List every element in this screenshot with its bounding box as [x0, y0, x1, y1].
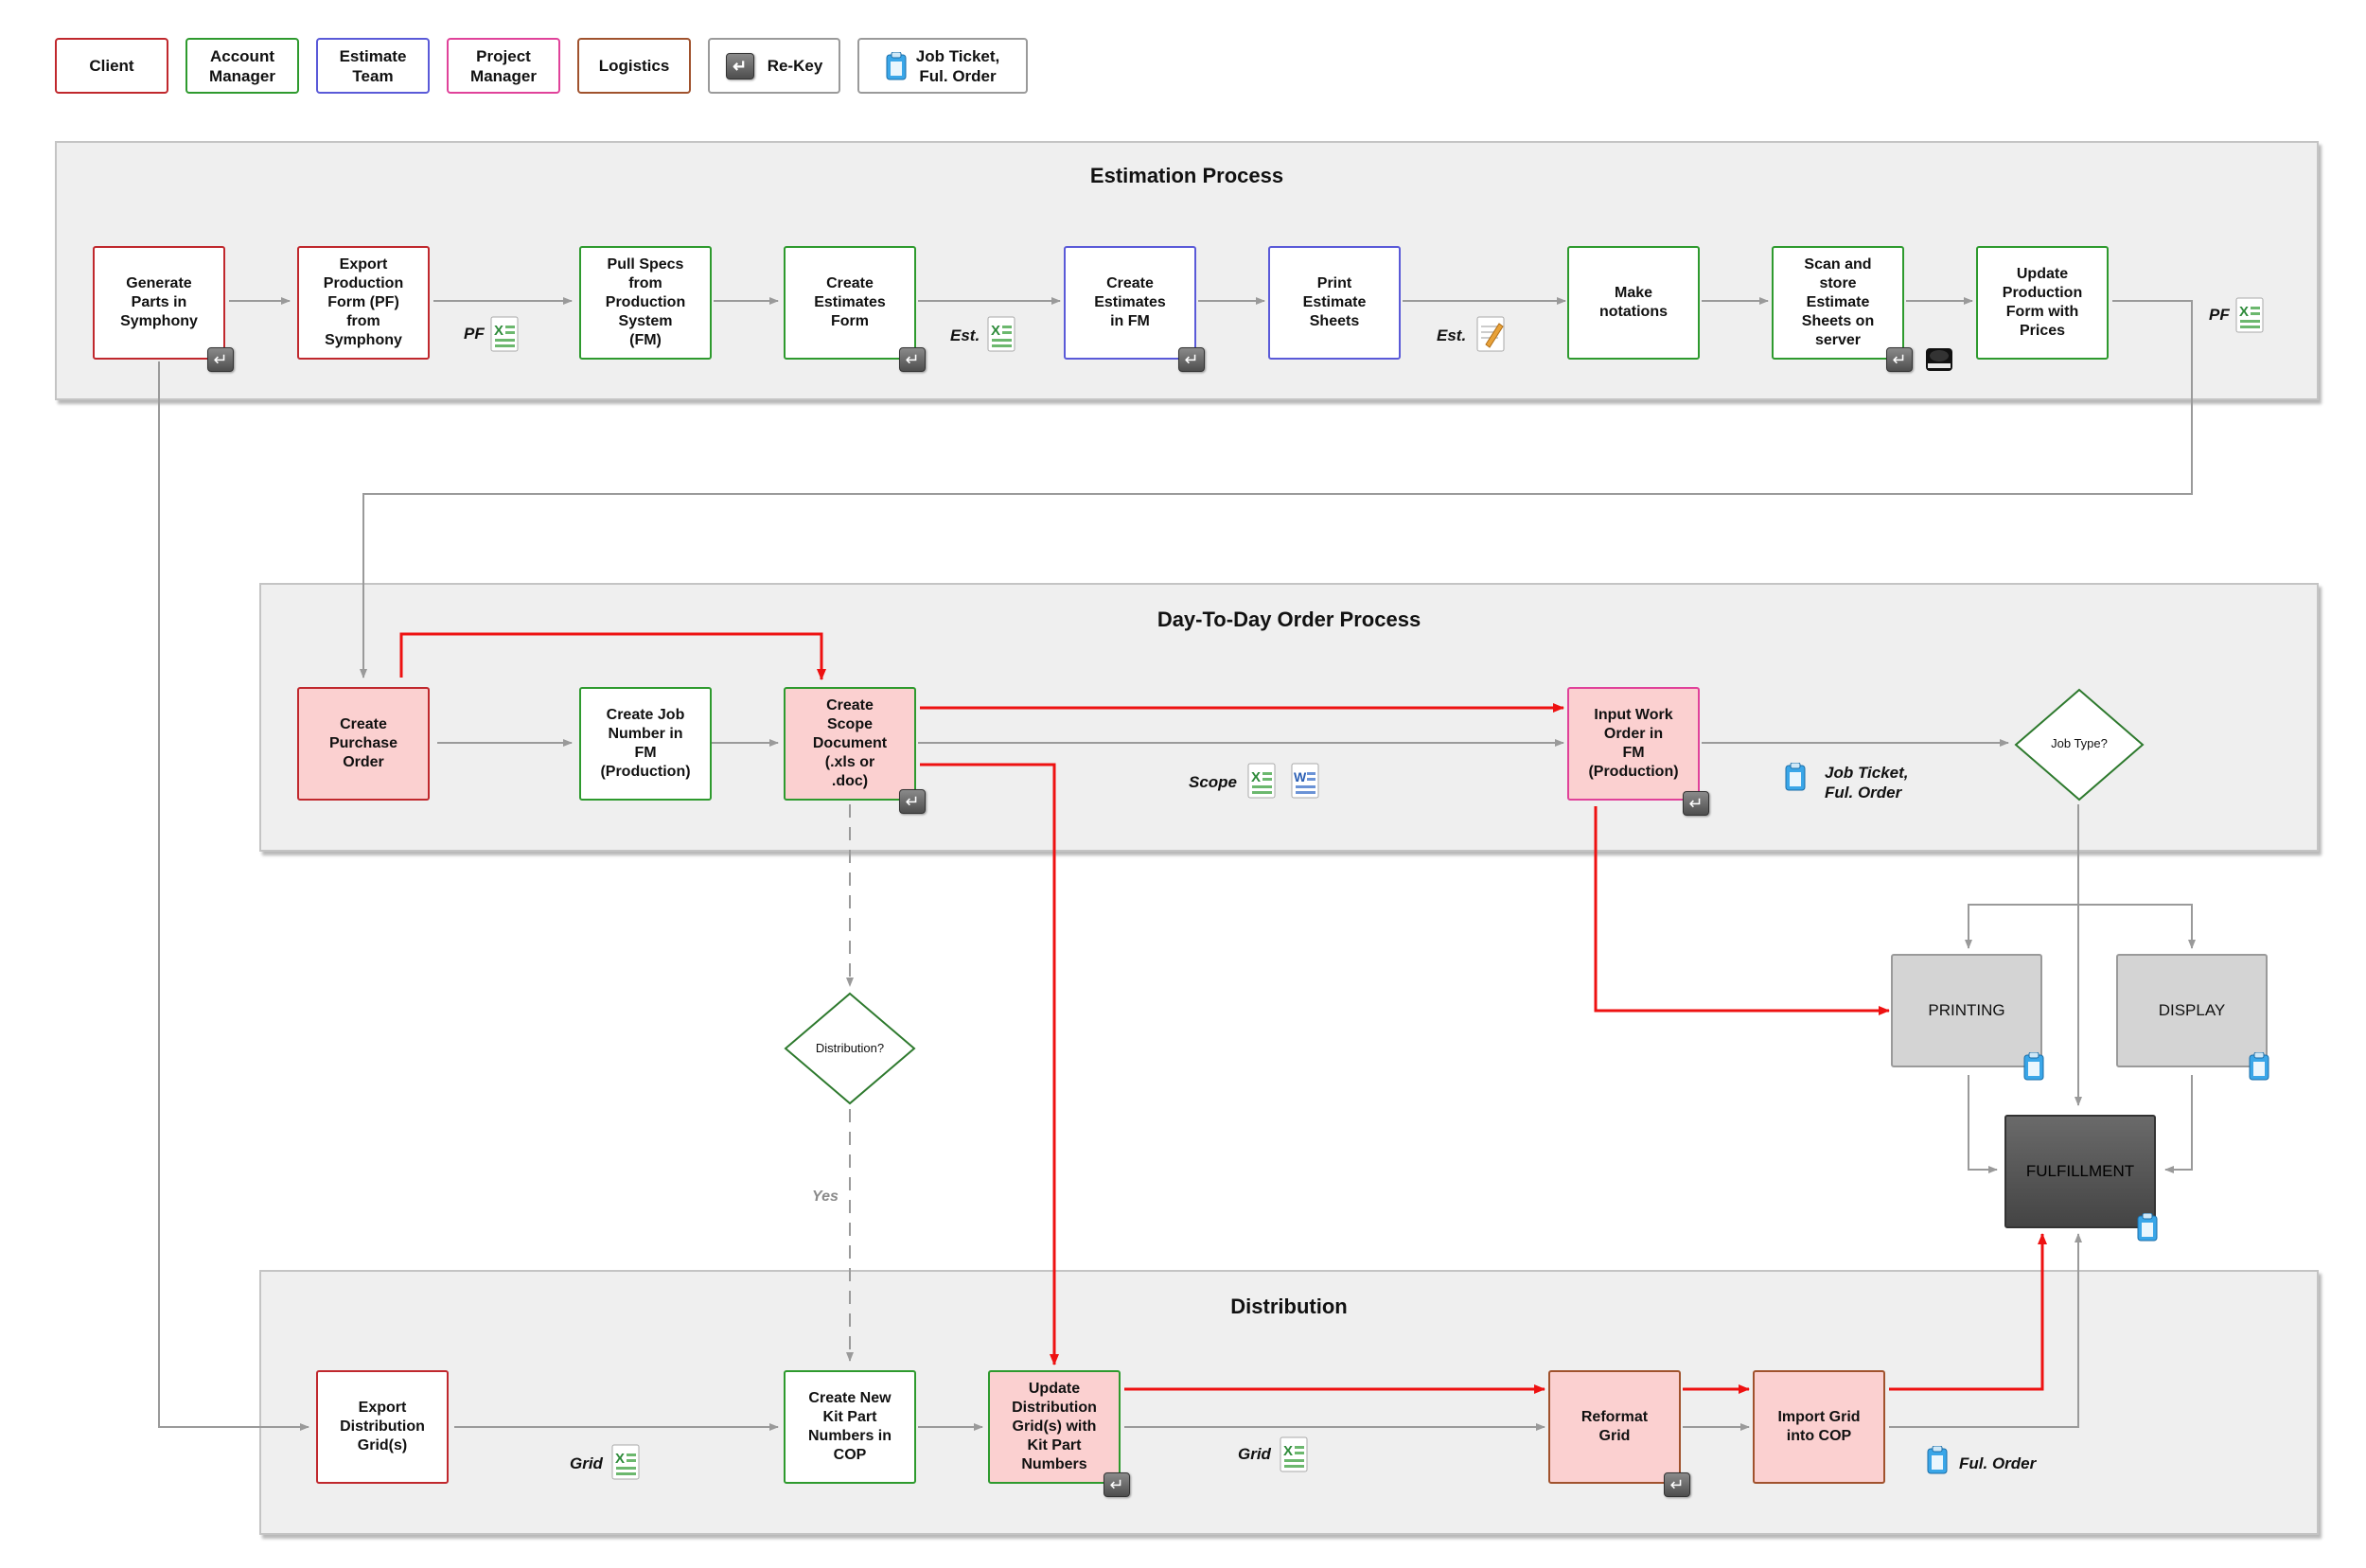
- node-scan-store[interactable]: Scan and store Estimate Sheets on server: [1772, 246, 1904, 360]
- node-create-scope[interactable]: Create Scope Document (.xls or .doc): [784, 687, 916, 801]
- file-label-grid: Grid: [570, 1454, 603, 1472]
- node-printing[interactable]: PRINTING: [1891, 954, 2042, 1067]
- legend-estimate-team: Estimate Team: [316, 38, 430, 94]
- legend-project-manager: Project Manager: [447, 38, 560, 94]
- edge: [2164, 1075, 2193, 1173]
- node-pull-specs[interactable]: Pull Specs from Production System (FM): [579, 246, 712, 360]
- node-create-po[interactable]: Create Purchase Order: [297, 687, 430, 801]
- svg-text:X: X: [2239, 304, 2249, 320]
- file-label-est: Est.: [1437, 326, 1467, 344]
- node-create-kit[interactable]: Create New Kit Part Numbers in COP: [784, 1370, 916, 1484]
- file-label-est: Est.: [950, 326, 980, 344]
- clipboard-icon: [1927, 1446, 1948, 1474]
- lane-title: Distribution: [1230, 1295, 1348, 1318]
- job-type-label: Job Type?: [2051, 736, 2108, 750]
- legend-label: Job Ticket, Ful. Order: [915, 46, 1000, 85]
- node-input-work-order[interactable]: Input Work Order in FM (Production): [1567, 687, 1700, 801]
- node-create-estimates-fm[interactable]: Create Estimates in FM: [1064, 246, 1196, 360]
- red-edge: [1889, 1233, 2047, 1391]
- excel-icon: X: [1280, 1436, 1308, 1472]
- file-label-grid: Grid: [1238, 1445, 1271, 1463]
- distribution-diamond-label: Distribution?: [815, 1041, 885, 1055]
- lane-title: Estimation Process: [1089, 164, 1284, 187]
- rekey-icon: ↵: [1178, 347, 1205, 372]
- legend-label: Account Manager: [209, 46, 275, 85]
- legend-job-ticket: Job Ticket, Ful. Order: [857, 38, 1028, 94]
- node-export-grid[interactable]: Export Distribution Grid(s): [316, 1370, 449, 1484]
- excel-icon: X: [490, 316, 519, 352]
- file-label-job-ticket: Job Ticket, Ful. Order: [1825, 764, 1909, 802]
- excel-icon: X: [2235, 297, 2264, 333]
- node-display[interactable]: DISPLAY: [2116, 954, 2268, 1067]
- svg-text:X: X: [615, 1451, 625, 1467]
- node-create-job-number[interactable]: Create Job Number in FM (Production): [579, 687, 712, 801]
- node-print-estimate-sheets[interactable]: Print Estimate Sheets: [1268, 246, 1401, 360]
- node-fulfillment[interactable]: FULFILLMENT: [2004, 1115, 2156, 1228]
- clipboard-icon: [886, 51, 907, 79]
- legend-client: Client: [55, 38, 168, 94]
- svg-text:X: X: [1251, 769, 1261, 785]
- rekey-icon: ↵: [899, 347, 926, 372]
- red-edge: [920, 763, 1059, 1365]
- edge: [2078, 904, 2196, 949]
- legend-label: Estimate Team: [339, 46, 407, 85]
- job-type-diamond[interactable]: [2014, 688, 2145, 802]
- legend-logistics: Logistics: [577, 38, 691, 94]
- node-make-notations[interactable]: Make notations: [1567, 246, 1700, 360]
- clipboard-icon: [2137, 1213, 2158, 1242]
- rekey-icon: ↵: [1104, 1472, 1130, 1497]
- excel-icon: X: [611, 1444, 640, 1480]
- edge: [158, 361, 309, 1431]
- legend-label: Client: [89, 57, 134, 75]
- legend-rekey: ↵ Re-Key: [708, 38, 840, 94]
- rekey-icon: ↵: [725, 52, 754, 79]
- node-generate-parts[interactable]: Generate Parts in Symphony: [93, 246, 225, 360]
- excel-icon: X: [1247, 763, 1276, 799]
- edge-label-yes: Yes: [812, 1189, 839, 1205]
- word-icon: W: [1291, 763, 1319, 799]
- legend-label: Re-Key: [767, 57, 823, 75]
- rekey-icon: ↵: [1886, 347, 1913, 372]
- file-label-pf: PF: [464, 325, 485, 343]
- distribution-diamond[interactable]: [784, 992, 916, 1105]
- node-import-grid[interactable]: Import Grid into COP: [1753, 1370, 1885, 1484]
- edge: [1889, 1233, 2082, 1428]
- file-label-pf: PF: [2209, 306, 2230, 324]
- clipboard-icon: [1785, 763, 1806, 791]
- notepad-icon: [1476, 316, 1505, 352]
- clipboard-icon: [2249, 1052, 2269, 1081]
- file-label-ful-order: Ful. Order: [1959, 1454, 2037, 1472]
- edge: [1965, 804, 2079, 949]
- red-edge: [1594, 806, 1890, 1015]
- svg-text:X: X: [991, 323, 1000, 339]
- legend-account-manager: Account Manager: [185, 38, 299, 94]
- rekey-icon: ↵: [1683, 791, 1709, 816]
- edge: [360, 300, 2193, 678]
- rekey-icon: ↵: [207, 347, 234, 372]
- svg-text:W: W: [1294, 769, 1307, 784]
- file-label-scope: Scope: [1189, 773, 1238, 791]
- legend-label: Logistics: [598, 57, 670, 75]
- node-export-pf[interactable]: Export Production Form (PF) from Symphon…: [297, 246, 430, 360]
- lane-title: Day-To-Day Order Process: [1157, 608, 1421, 631]
- legend-label: Project Manager: [470, 46, 537, 85]
- edge: [1968, 1075, 1998, 1173]
- svg-text:X: X: [1283, 1443, 1293, 1459]
- rekey-icon: ↵: [1664, 1472, 1690, 1497]
- node-reformat-grid[interactable]: Reformat Grid: [1548, 1370, 1681, 1484]
- lane-distribution: Distribution: [259, 1270, 2319, 1535]
- node-update-grid[interactable]: Update Distribution Grid(s) with Kit Par…: [988, 1370, 1121, 1484]
- node-create-estimates-form[interactable]: Create Estimates Form: [784, 246, 916, 360]
- red-edge: [399, 632, 826, 680]
- drive-icon: [1926, 348, 1952, 371]
- node-update-pf[interactable]: Update Production Form with Prices: [1976, 246, 2109, 360]
- clipboard-icon: [2023, 1052, 2044, 1081]
- svg-text:X: X: [494, 323, 503, 339]
- excel-icon: X: [987, 316, 1015, 352]
- rekey-icon: ↵: [899, 789, 926, 814]
